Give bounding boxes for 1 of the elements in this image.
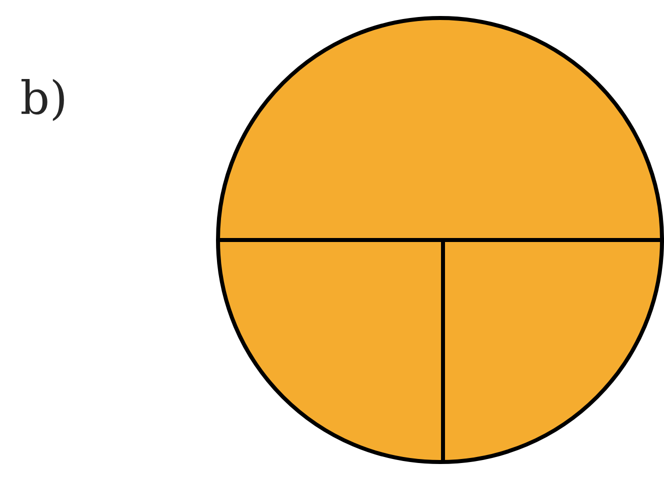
panel-label: b) [22, 78, 64, 122]
